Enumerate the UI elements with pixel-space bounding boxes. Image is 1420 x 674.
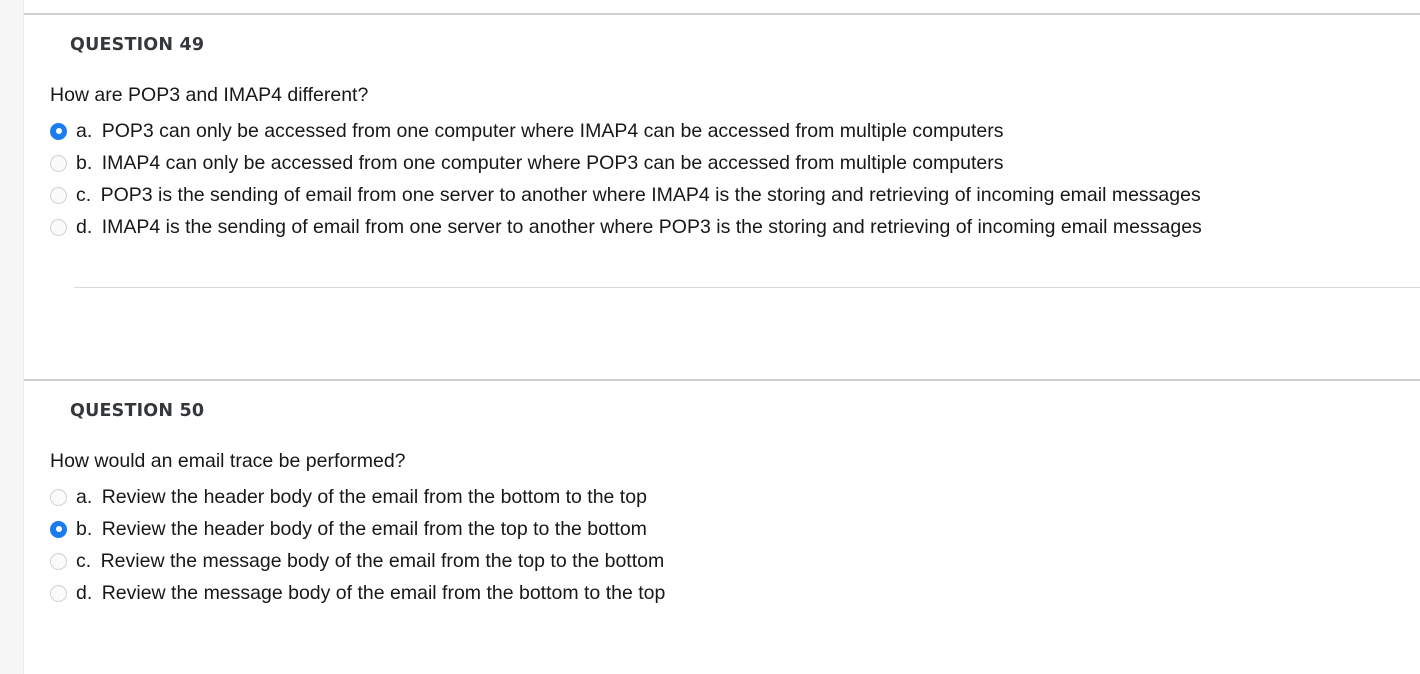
question-49-divider xyxy=(74,287,1420,289)
answer-option-50-d[interactable]: d. Review the message body of the email … xyxy=(50,577,1420,609)
question-50-body: How would an email trace be performed? a… xyxy=(24,421,1420,609)
answer-letter: b. xyxy=(76,151,93,174)
answer-option-50-b-label: b. Review the header body of the email f… xyxy=(76,517,647,542)
question-49-header: QUESTION 49 xyxy=(70,35,205,55)
answer-body: Review the header body of the email from… xyxy=(101,517,647,540)
question-block-49: QUESTION 49 How are POP3 and IMAP4 diffe… xyxy=(24,13,1420,323)
radio-button-icon[interactable] xyxy=(50,154,67,172)
answer-option-49-d[interactable]: d. IMAP4 is the sending of email from on… xyxy=(50,211,1420,243)
answer-option-50-a[interactable]: a. Review the header body of the email f… xyxy=(50,481,1420,513)
answer-body: Review the message body of the email fro… xyxy=(101,581,666,604)
answer-option-49-a[interactable]: a. POP3 can only be accessed from one co… xyxy=(50,115,1420,147)
answer-body: POP3 is the sending of email from one se… xyxy=(100,183,1201,206)
answer-option-50-d-label: d. Review the message body of the email … xyxy=(76,581,665,606)
answer-option-50-b[interactable]: b. Review the header body of the email f… xyxy=(50,513,1420,545)
answer-option-50-c-label: c. Review the message body of the email … xyxy=(76,549,664,574)
radio-button-icon[interactable] xyxy=(50,186,67,204)
question-50-header: QUESTION 50 xyxy=(70,401,205,421)
radio-button-icon[interactable] xyxy=(50,218,67,236)
answer-option-49-c[interactable]: c. POP3 is the sending of email from one… xyxy=(50,179,1420,211)
answer-letter: d. xyxy=(76,215,93,238)
answer-body: IMAP4 is the sending of email from one s… xyxy=(101,215,1202,238)
answer-body: Review the header body of the email from… xyxy=(101,485,647,508)
answer-option-49-a-label: a. POP3 can only be accessed from one co… xyxy=(76,119,1003,144)
answer-option-50-a-label: a. Review the header body of the email f… xyxy=(76,485,647,510)
radio-button-icon[interactable] xyxy=(50,122,67,140)
answer-body: POP3 can only be accessed from one compu… xyxy=(101,119,1004,142)
answer-option-50-c[interactable]: c. Review the message body of the email … xyxy=(50,545,1420,577)
question-50-prompt: How would an email trace be performed? xyxy=(50,450,406,472)
question-49-prompt: How are POP3 and IMAP4 different? xyxy=(50,84,369,106)
question-49-answer-list: a. POP3 can only be accessed from one co… xyxy=(50,115,1420,243)
radio-button-icon[interactable] xyxy=(50,552,67,570)
answer-option-49-b-label: b. IMAP4 can only be accessed from one c… xyxy=(76,151,1003,176)
page-left-gutter xyxy=(0,0,24,674)
answer-body: IMAP4 can only be accessed from one comp… xyxy=(101,151,1004,174)
quiz-page-body: QUESTION 49 How are POP3 and IMAP4 diffe… xyxy=(24,0,1420,674)
answer-letter: a. xyxy=(76,119,93,142)
answer-option-49-b[interactable]: b. IMAP4 can only be accessed from one c… xyxy=(50,147,1420,179)
answer-letter: c. xyxy=(76,549,92,572)
answer-letter: c. xyxy=(76,183,92,206)
answer-option-49-c-label: c. POP3 is the sending of email from one… xyxy=(76,183,1201,208)
radio-button-icon[interactable] xyxy=(50,520,67,538)
answer-body: Review the message body of the email fro… xyxy=(100,549,665,572)
answer-letter: d. xyxy=(76,581,93,604)
spacer xyxy=(24,288,1420,322)
question-50-answer-list: a. Review the header body of the email f… xyxy=(50,481,1420,609)
spacer xyxy=(50,243,1420,287)
radio-button-icon[interactable] xyxy=(50,488,67,506)
answer-letter: a. xyxy=(76,485,93,508)
answer-option-49-d-label: d. IMAP4 is the sending of email from on… xyxy=(76,215,1202,240)
answer-letter: b. xyxy=(76,517,93,540)
question-49-body: How are POP3 and IMAP4 different? a. POP… xyxy=(24,55,1420,287)
question-block-50: QUESTION 50 How would an email trace be … xyxy=(24,379,1420,610)
radio-button-icon[interactable] xyxy=(50,584,67,602)
